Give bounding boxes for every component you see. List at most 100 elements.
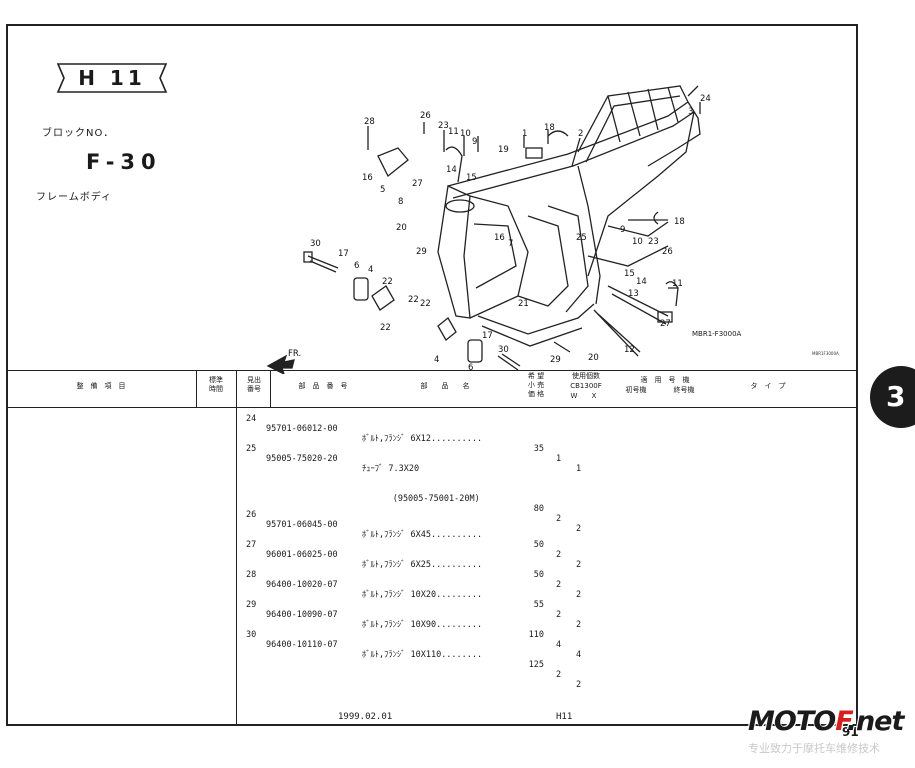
figure-code: MBR1-F3000A [692,330,742,338]
row-part-number: 95701-06045-00 [266,520,338,530]
watermark-logo-accent: F [835,706,847,737]
row-price: 55 [533,600,544,610]
table-header-rule [8,407,856,408]
header-price: 希 望 小 売 価 格 [527,372,545,398]
figure-small-code: MBR1F3000A [812,351,839,356]
row-count-w: 2 [556,514,562,524]
row-ref-no: 30 [246,630,257,640]
svg-text:9: 9 [620,225,625,235]
row-ref-no: 26 [246,510,257,520]
svg-text:9: 9 [472,137,477,147]
watermark-subtitle: 专业致力于摩托车维修技术 [748,742,880,755]
svg-text:11: 11 [448,127,459,137]
row-part-number: 96400-10090-07 [266,610,338,620]
svg-text:18: 18 [674,217,685,227]
svg-text:28: 28 [364,117,375,127]
header-usage-count: 使用個数 [572,372,600,380]
svg-text:22: 22 [380,323,391,333]
svg-text:16: 16 [362,173,373,183]
svg-text:17: 17 [338,249,349,259]
svg-text:30: 30 [498,345,509,355]
row-price: 125 [528,660,544,670]
svg-text:6: 6 [468,363,473,373]
watermark-logo-suffix: .net [846,706,905,737]
svg-text:27: 27 [412,179,423,189]
frame-exploded-diagram: 28 26 23 11 10 9 1 18 2 24 3 19 16 5 27 … [266,85,711,374]
row-part-name: ﾎﾞﾙﾄ,ﾌﾗﾝｼﾞ 10X110........ [362,650,483,660]
header-standard-time: 標準 時間 [209,376,223,393]
page-number: 91 [842,725,859,739]
svg-text:20: 20 [588,353,599,363]
svg-text:20: 20 [396,223,407,233]
header-col-x: X [591,392,597,400]
watermark-logo-main: MOTO [748,706,836,737]
table-row: 25 95005-75020-20 ﾁｭｰﾌﾞ 7.3X20 [246,434,419,474]
svg-text:16: 16 [494,233,505,243]
row-count-w: 2 [556,580,562,590]
header-part-name: 部 品 名 [420,382,470,390]
svg-text:18: 18 [544,123,555,133]
row-count-x: 2 [576,680,582,690]
table-row: 27 96001-06025-00 ﾎﾞﾙﾄ,ﾌﾗﾝｼﾞ 6X25.......… [246,530,581,600]
row-price: 50 [533,570,544,580]
row-part-name: ﾎﾞﾙﾄ,ﾌﾗﾝｼﾞ 6X45.......... [362,530,483,540]
svg-text:21: 21 [518,299,529,309]
table-row: 28 96400-10020-07 ﾎﾞﾙﾄ,ﾌﾗﾝｼﾞ 10X20......… [246,560,581,630]
row-part-name: ﾎﾞﾙﾄ,ﾌﾗﾝｼﾞ 10X90......... [362,620,483,630]
header-first-no: 初号機 [625,386,647,394]
row-count-x: 2 [576,524,582,534]
row-count-x: 2 [576,620,582,630]
svg-text:29: 29 [550,355,561,365]
table-divider-time [196,370,197,407]
svg-text:FR.: FR. [288,349,301,359]
row-ref-no: 25 [246,444,257,454]
parts-list: 24 95701-06012-00 ﾎﾞﾙﾄ,ﾌﾗﾝｼﾞ 6X12.......… [246,384,581,690]
svg-text:17: 17 [482,331,493,341]
table-divider-refno [270,370,271,407]
row-part-number: 96001-06025-00 [266,550,338,560]
svg-text:6: 6 [354,261,359,271]
section-tab-number: 3 [886,380,906,413]
row-ref-no: 28 [246,570,257,580]
row-part-name: (95005-75001-20M) [362,494,480,504]
row-part-name: ﾎﾞﾙﾄ,ﾌﾗﾝｼﾞ 6X12.......... [362,434,483,444]
row-count-w: 2 [556,610,562,620]
row-count-x: 2 [576,590,582,600]
svg-text:26: 26 [420,111,431,121]
row-count-x: 2 [576,560,582,570]
row-ref-no: 29 [246,600,257,610]
block-badge-label: H 11 [78,66,146,90]
svg-text:5: 5 [380,185,385,195]
section-name: フレームボディ [36,192,112,203]
svg-text:14: 14 [446,165,457,175]
row-part-name: ﾁｭｰﾌﾞ 7.3X20 [362,464,420,474]
row-part-name: ﾎﾞﾙﾄ,ﾌﾗﾝｼﾞ 10X20......... [362,590,483,600]
svg-text:22: 22 [420,299,431,309]
table-divider-main [236,370,237,724]
watermark: MOTOF.net 专业致力于摩托车维修技术 [748,706,913,764]
section-tab: 3 [870,366,915,428]
header-part-number: 部 品 番 号 [298,382,348,390]
watermark-logo: MOTOF.net [748,706,905,737]
block-number: F-30 [86,150,162,174]
row-price: 80 [533,504,544,514]
svg-text:10: 10 [632,237,643,247]
badge-frame-icon [56,63,168,93]
svg-text:22: 22 [408,295,419,305]
row-part-number: 96400-10110-07 [266,640,338,650]
row-count-x: 1 [576,464,582,474]
svg-text:13: 13 [628,289,639,299]
row-part-number: 95701-06012-00 [266,424,338,434]
header-model: CB1300F [570,382,602,390]
svg-text:10: 10 [460,129,471,139]
svg-text:24: 24 [700,94,711,104]
header-applicable-no: 適 用 号 機 [640,376,690,384]
row-part-number: 96400-10020-07 [266,580,338,590]
svg-text:30: 30 [310,239,321,249]
row-count-w: 2 [556,550,562,560]
svg-text:1: 1 [522,129,527,139]
svg-text:26: 26 [662,247,673,257]
svg-text:29: 29 [416,247,427,257]
row-count-w: 2 [556,670,562,680]
block-badge: H 11 [56,62,168,94]
